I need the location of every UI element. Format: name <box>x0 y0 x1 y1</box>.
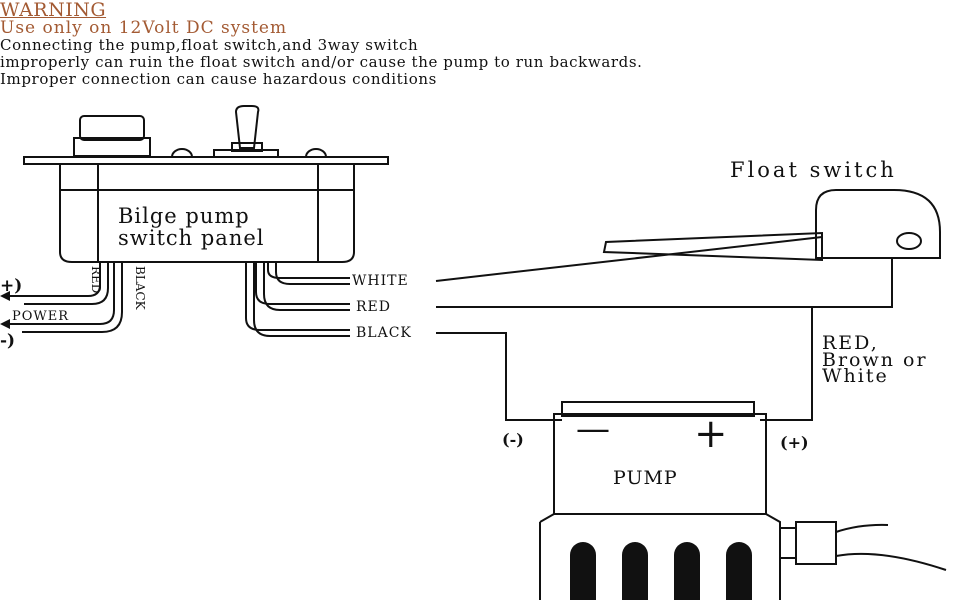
panel-output-wires <box>245 262 350 337</box>
positive-wire <box>760 307 813 421</box>
float-switch-arm <box>602 231 823 262</box>
red-wire <box>436 258 893 308</box>
panel-housing <box>59 164 355 263</box>
power-arrows <box>0 291 10 329</box>
white-wire <box>435 236 823 282</box>
black-wire <box>436 332 562 421</box>
warning-title: WARNING <box>0 0 107 21</box>
warning-line-3: Improper connection can cause hazardous … <box>0 70 437 88</box>
power-wires <box>8 262 123 333</box>
pump-plus-sign: + <box>694 411 728 457</box>
positive-wire-label-2: Brown or <box>822 349 928 371</box>
warning-block: WARNING Use only on 12Volt DC system Con… <box>0 0 970 88</box>
power-negative-arrow <box>0 319 10 329</box>
pump-negative-terminal-label: (-) <box>502 430 524 449</box>
pump <box>539 401 947 600</box>
panel-knob-left <box>171 148 193 158</box>
panel-label-line2: switch panel <box>118 226 265 250</box>
positive-wire-label-3: White <box>822 365 889 387</box>
pump-positive-terminal-label: (+) <box>780 433 809 452</box>
white-wire-label: WHITE <box>352 273 409 289</box>
panel-label-line1: Bilge pump <box>118 204 250 228</box>
pump-minus-sign: — <box>576 409 610 449</box>
breaker-button-top <box>79 115 145 141</box>
pump-hose-upper <box>835 523 889 533</box>
warning-line-1: Connecting the pump,float switch,and 3wa… <box>0 36 419 54</box>
power-black-label: BLACK <box>133 266 147 311</box>
red-wire-label: RED <box>356 299 391 315</box>
power-red-label: RED <box>89 266 103 293</box>
intake-slot <box>674 542 700 600</box>
circuit-wires <box>435 236 893 421</box>
float-switch-hole <box>896 232 922 250</box>
pump-outlet <box>795 521 837 565</box>
float-switch-body <box>815 189 941 259</box>
pump-label: PUMP <box>613 467 678 489</box>
power-positive-arrow <box>0 291 10 301</box>
warning-subtitle: Use only on 12Volt DC system <box>0 18 288 38</box>
float-switch-label: Float switch <box>730 158 897 182</box>
pump-outlet-collar <box>779 527 797 559</box>
intake-slot <box>622 542 648 600</box>
pump-cap <box>561 401 755 417</box>
switch-panel <box>23 105 389 263</box>
pump-intake-slots <box>570 542 752 600</box>
float-switch <box>602 189 941 262</box>
warning-line-2: improperly can ruin the float switch and… <box>0 53 643 71</box>
positive-wire-label-1: RED, <box>822 332 879 354</box>
toggle-switch <box>213 105 279 158</box>
intake-slot <box>570 542 596 600</box>
intake-slot <box>726 542 752 600</box>
black-wire-label: BLACK <box>356 325 412 341</box>
pump-hose-lower <box>835 552 947 571</box>
power-minus-label: -) <box>0 331 15 351</box>
panel-faceplate <box>23 156 389 165</box>
panel-knob-right <box>305 148 327 158</box>
power-label: POWER <box>12 309 69 324</box>
power-plus-label: +) <box>0 276 22 296</box>
